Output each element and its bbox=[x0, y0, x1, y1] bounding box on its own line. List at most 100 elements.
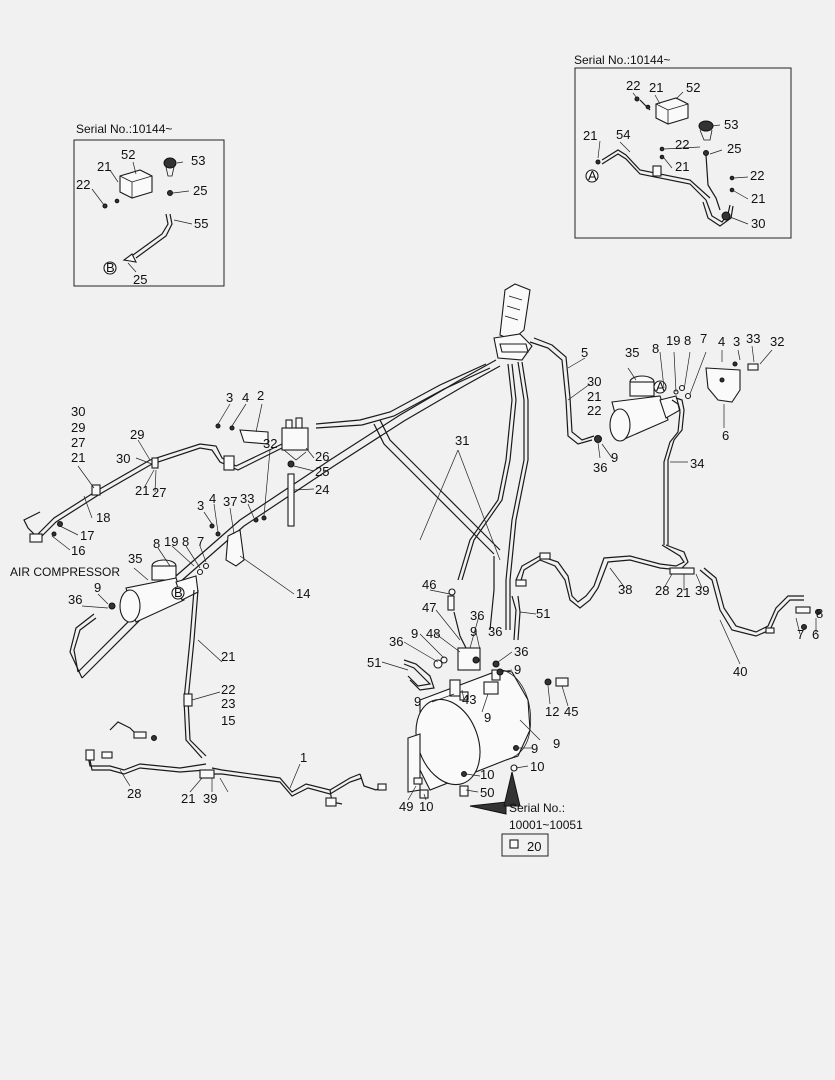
callout-54: 54 bbox=[616, 127, 630, 142]
brake-chamber-left: B bbox=[108, 559, 210, 623]
callout-4: 4 bbox=[718, 334, 725, 349]
callout-15: 1 bbox=[300, 750, 307, 765]
callout-30: 30 bbox=[751, 216, 765, 231]
callout-21: 21 bbox=[135, 483, 149, 498]
callout-35: 35 bbox=[128, 551, 142, 566]
callout-7: 7 bbox=[700, 331, 707, 346]
callout-32: 32 bbox=[263, 436, 277, 451]
callout-36: 9 bbox=[414, 694, 421, 709]
callout-25: 25 bbox=[133, 272, 147, 287]
callout-10: 10 bbox=[530, 759, 544, 774]
callout-21: 21 bbox=[675, 159, 689, 174]
bracket-37 bbox=[209, 515, 267, 567]
callout-17: 17 bbox=[80, 528, 94, 543]
inset-frame bbox=[73, 139, 225, 287]
marker-b: B bbox=[174, 585, 183, 600]
marker-a: A bbox=[588, 168, 597, 183]
callout-20: 21 bbox=[221, 649, 235, 664]
pipe-40 bbox=[699, 569, 804, 637]
bracket-6 bbox=[705, 361, 759, 403]
serial-note-box bbox=[501, 833, 549, 857]
callout-8: 8 bbox=[153, 536, 160, 551]
callout-10: 50 bbox=[480, 785, 494, 800]
callout-12: 45 bbox=[564, 704, 578, 719]
callout-8: 6 bbox=[812, 627, 819, 642]
callout-9: 12 bbox=[545, 704, 559, 719]
brake-valve-26 bbox=[281, 417, 309, 527]
callout-33: 33 bbox=[746, 331, 760, 346]
callout-23: 15 bbox=[221, 713, 235, 728]
callout-40: 40 bbox=[733, 664, 747, 679]
callout-25: 25 bbox=[193, 183, 207, 198]
callout-33: 33 bbox=[240, 491, 254, 506]
callout-18: 18 bbox=[96, 510, 110, 525]
inset-serial-label: Serial No.:10144~ bbox=[574, 53, 670, 67]
inset-serial-label: Serial No.:10144~ bbox=[76, 122, 172, 136]
callout-21: 39 bbox=[203, 791, 217, 806]
callout-3: 3 bbox=[733, 334, 740, 349]
callout-19: 19 bbox=[164, 534, 178, 549]
callout-21: 22 bbox=[221, 682, 235, 697]
callout-36: 36 bbox=[68, 592, 82, 607]
reservoir-cap-assembly: B bbox=[102, 157, 177, 275]
reservoir-cap-assembly: A bbox=[585, 96, 735, 227]
callout-7: 7 bbox=[197, 534, 204, 549]
callout-30: 30 bbox=[71, 404, 85, 419]
callout-21: 21 bbox=[587, 389, 601, 404]
callout-3: 3 bbox=[226, 390, 233, 405]
callout-4: 4 bbox=[209, 491, 216, 506]
callout-8: 8 bbox=[816, 606, 823, 621]
callout-9: 9 bbox=[470, 624, 477, 639]
callout-29: 29 bbox=[71, 420, 85, 435]
callout-9: 43 bbox=[462, 692, 476, 707]
callout-3: 3 bbox=[197, 498, 204, 513]
callout-53: 53 bbox=[724, 117, 738, 132]
callout-47: 47 bbox=[422, 600, 436, 615]
callout-46: 46 bbox=[422, 577, 436, 592]
callout-8: 8 bbox=[684, 333, 691, 348]
callout-36: 36 bbox=[488, 624, 502, 639]
marker-a: A bbox=[656, 379, 665, 394]
inset-top-right: Serial No.:10144~ A bbox=[574, 53, 792, 239]
callout-21: 21 bbox=[676, 585, 690, 600]
callout-51: 51 bbox=[367, 655, 381, 670]
pipe-34 bbox=[667, 397, 685, 545]
callout-9: 9 bbox=[94, 580, 101, 595]
callout-21: 21 bbox=[71, 450, 85, 465]
callout-50: 49 bbox=[399, 799, 413, 814]
callout-36: 36 bbox=[389, 634, 403, 649]
callout-numbers: 22 21 52 53 21 54 22 25 21 22 21 30 52 5… bbox=[68, 78, 823, 854]
serial-note: Serial No.: 10001~10051 bbox=[469, 771, 583, 857]
callout-5: 5 bbox=[581, 345, 588, 360]
callout-22: 22 bbox=[675, 137, 689, 152]
pipe-15 bbox=[211, 767, 361, 793]
marker-b: B bbox=[106, 260, 115, 275]
callout-51: 51 bbox=[536, 606, 550, 621]
callout-30: 30 bbox=[587, 374, 601, 389]
callout-4: 4 bbox=[242, 390, 249, 405]
callout-8: 8 bbox=[182, 534, 189, 549]
serial-note-line2: 10001~10051 bbox=[509, 818, 583, 832]
pipe-38 bbox=[519, 544, 689, 609]
callout-21: 21 bbox=[649, 80, 663, 95]
callout-2: 2 bbox=[257, 388, 264, 403]
leader-lines bbox=[51, 345, 817, 801]
callout-9: 10 bbox=[480, 767, 494, 782]
callout-21: 21 bbox=[97, 159, 111, 174]
inset-frame bbox=[574, 67, 792, 239]
callout-21: 21 bbox=[751, 191, 765, 206]
brake-valve-pedal bbox=[493, 283, 533, 361]
callout-22: 22 bbox=[626, 78, 640, 93]
callout-30: 30 bbox=[116, 451, 130, 466]
callout-55: 55 bbox=[194, 216, 208, 231]
callout-31: 31 bbox=[455, 433, 469, 448]
callout-25: 25 bbox=[727, 141, 741, 156]
callout-19: 19 bbox=[666, 333, 680, 348]
callout-24: 24 bbox=[315, 482, 329, 497]
callout-38: 38 bbox=[618, 582, 632, 597]
pipe-20 bbox=[187, 589, 207, 757]
callout-14: 14 bbox=[296, 586, 310, 601]
callout-22: 22 bbox=[750, 168, 764, 183]
callout-52: 52 bbox=[686, 80, 700, 95]
